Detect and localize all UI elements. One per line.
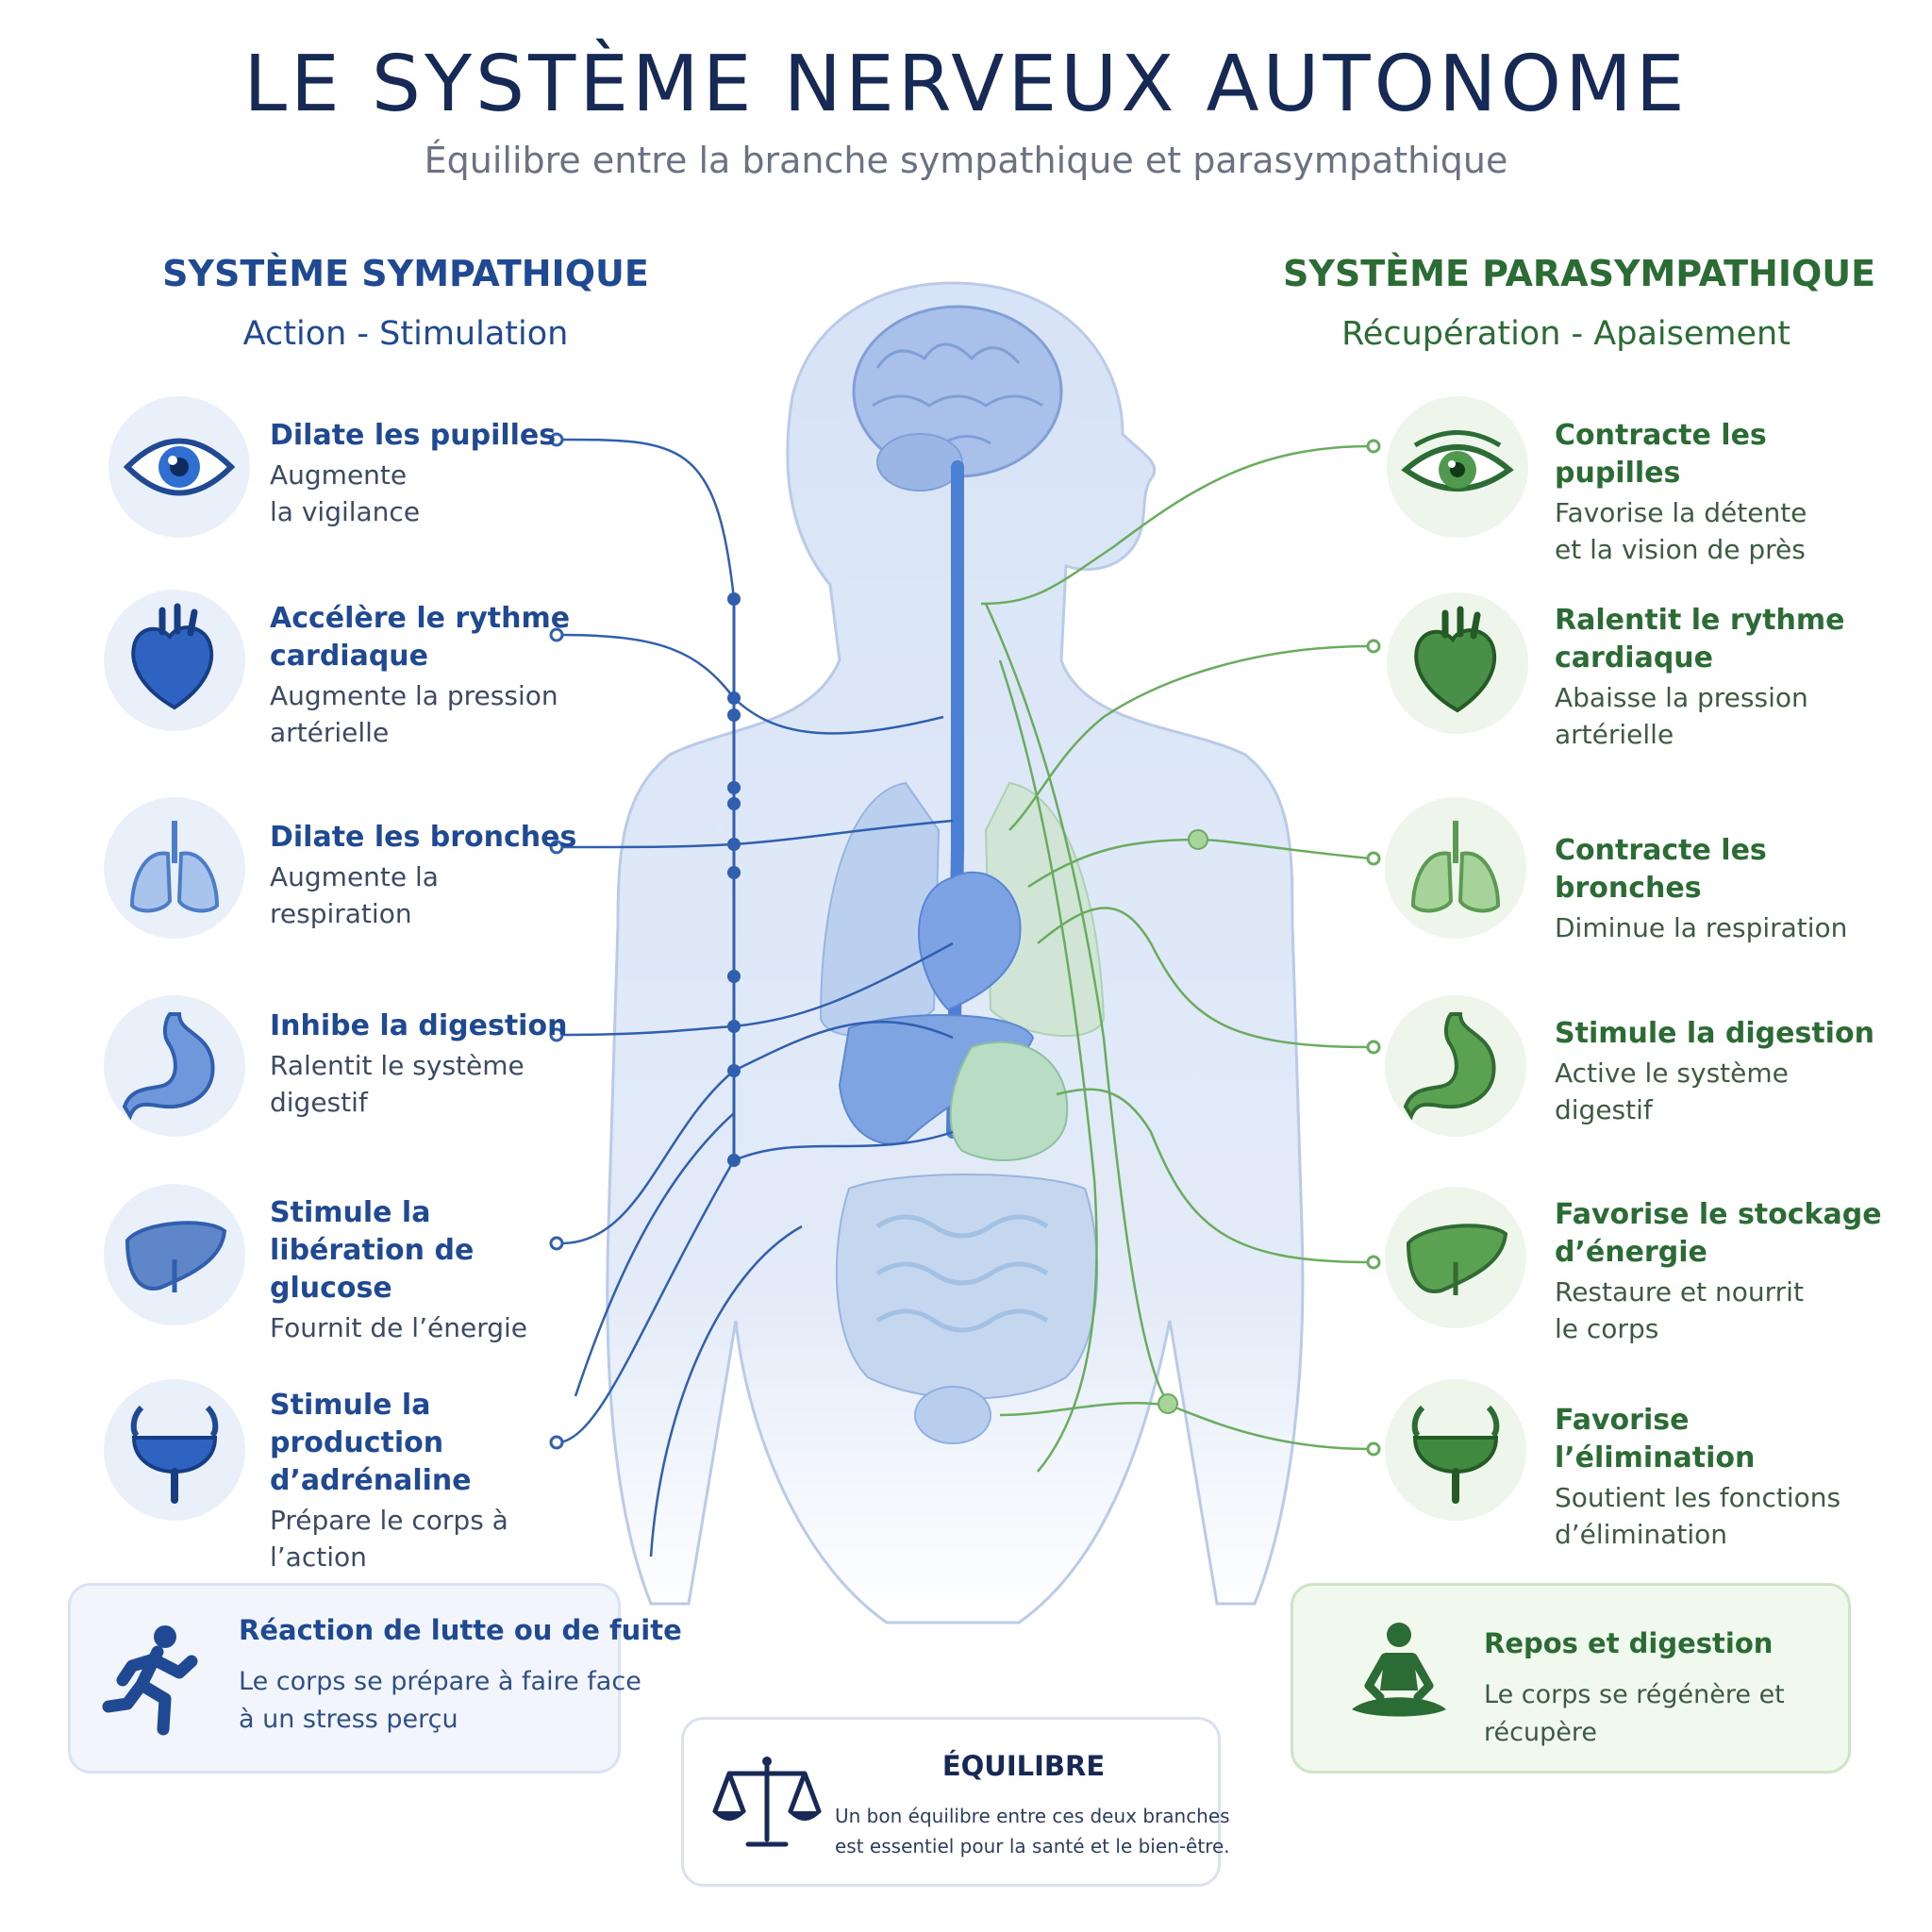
sympathetic-eye-icon-circle xyxy=(108,396,250,538)
sympathetic-stomach-icon-circle xyxy=(104,995,245,1137)
eye-icon xyxy=(123,438,236,496)
parasympathetic-liver-icon-circle xyxy=(1385,1187,1526,1328)
item-desc: Fournit de l’énergie xyxy=(270,1312,527,1343)
sympathetic-item-heart: Accélère le rythme cardiaque Augmente la… xyxy=(270,600,581,751)
parasympathetic-item-bronchi: Contracte les bronches Diminue la respir… xyxy=(1555,832,1894,946)
liver-icon xyxy=(125,1221,227,1292)
eye-icon xyxy=(1401,430,1514,491)
parasympathetic-item-energy: Favorise le stockage d’énergie Restaure … xyxy=(1555,1196,1894,1347)
meditating-person-icon xyxy=(1352,1623,1446,1717)
parasympathetic-heart-icon-circle xyxy=(1387,592,1528,734)
parasympathetic-bladder-icon-circle xyxy=(1385,1379,1526,1521)
item-title: Stimule la production d’adrénaline xyxy=(270,1389,472,1497)
sympathetic-subheading: Action - Stimulation xyxy=(242,315,569,353)
parasympathetic-item-heart: Ralentit le rythme cardiaque Abaisse la … xyxy=(1555,602,1894,753)
sympathetic-connectors xyxy=(559,438,954,1557)
rest-title: Repos et digestion xyxy=(1484,1627,1774,1659)
bladder xyxy=(914,1386,991,1444)
parasympathetic-lungs-icon-circle xyxy=(1385,797,1526,939)
liver-icon xyxy=(1406,1224,1508,1295)
parasympathetic-ganglia xyxy=(1158,829,1208,1414)
running-person-icon xyxy=(102,1625,198,1736)
sympathetic-heart-icon-circle xyxy=(104,590,245,731)
fight-or-flight-box: Réaction de lutte ou de fuite Le corps s… xyxy=(68,1583,682,1774)
page-title: LE SYSTÈME NERVEUX AUTONOME xyxy=(243,40,1689,129)
sympathetic-endpoints xyxy=(549,432,564,1450)
parasympathetic-heading: SYSTÈME PARASYMPATHIQUE xyxy=(1283,253,1876,294)
item-title: Stimule la libération de glucose xyxy=(270,1196,475,1305)
sympathetic-item-glucose: Stimule la libération de glucose Fournit… xyxy=(270,1194,581,1346)
balance-desc: Un bon équilibre entre ces deux branches… xyxy=(835,1805,1230,1857)
item-title: Favorise l’élimination xyxy=(1555,1404,1756,1474)
balance-box: ÉQUILIBRE Un bon équilibre entre ces deu… xyxy=(681,1717,1230,1887)
parasympathetic-eye-icon-circle xyxy=(1387,396,1528,538)
item-title: Contracte les bronches xyxy=(1555,834,1767,905)
bladder-icon xyxy=(1411,1405,1500,1504)
heart-icon xyxy=(131,603,214,710)
item-title: Stimule la digestion xyxy=(1555,1017,1874,1050)
item-title: Accélère le rythme cardiaque xyxy=(270,602,571,673)
parasympathetic-endpoints xyxy=(1366,439,1381,1457)
item-desc: Diminue la respiration xyxy=(1555,912,1848,943)
intestines xyxy=(835,1174,1099,1400)
heart-icon xyxy=(1414,606,1497,713)
item-title: Inhibe la digestion xyxy=(270,1009,568,1042)
item-title: Favorise le stockage d’énergie xyxy=(1555,1198,1882,1269)
parasympathetic-item-pupils: Contracte les pupilles Favorise la déten… xyxy=(1555,417,1894,568)
rest-and-digest-box: Repos et digestion Le corps se régénère … xyxy=(1291,1583,1851,1774)
item-title: Contracte les pupilles xyxy=(1555,419,1767,490)
item-title: Dilate les pupilles xyxy=(270,419,557,452)
heart xyxy=(918,871,1022,1011)
balance-title: ÉQUILIBRE xyxy=(941,1750,1106,1782)
cerebellum xyxy=(876,433,963,491)
sympathetic-bladder-icon-circle xyxy=(104,1379,245,1521)
page-subtitle: Équilibre entre la branche sympathique e… xyxy=(424,140,1508,181)
scales-icon xyxy=(712,1757,822,1847)
parasympathetic-stomach-icon-circle xyxy=(1385,995,1526,1137)
bladder-icon xyxy=(130,1405,219,1504)
stomach-icon xyxy=(1403,1012,1496,1121)
sympathetic-lungs-icon-circle xyxy=(104,797,245,939)
stomach xyxy=(949,1041,1069,1161)
stomach-icon xyxy=(122,1012,215,1121)
sympathetic-heading: SYSTÈME SYMPATHIQUE xyxy=(162,253,649,294)
fight-title: Réaction de lutte ou de fuite xyxy=(239,1614,682,1646)
sympathetic-item-adrenaline: Stimule la production d’adrénaline Prépa… xyxy=(270,1387,581,1575)
item-title: Ralentit le rythme cardiaque xyxy=(1555,604,1845,675)
parasympathetic-subheading: Récupération - Apaisement xyxy=(1341,315,1790,353)
lungs-icon xyxy=(1410,821,1501,913)
lungs-icon xyxy=(129,821,220,913)
parasympathetic-item-elimination: Favorise l’élimination Soutient les fonc… xyxy=(1555,1402,1894,1553)
sympathetic-liver-icon-circle xyxy=(104,1184,245,1325)
item-title: Dilate les bronches xyxy=(270,821,577,854)
